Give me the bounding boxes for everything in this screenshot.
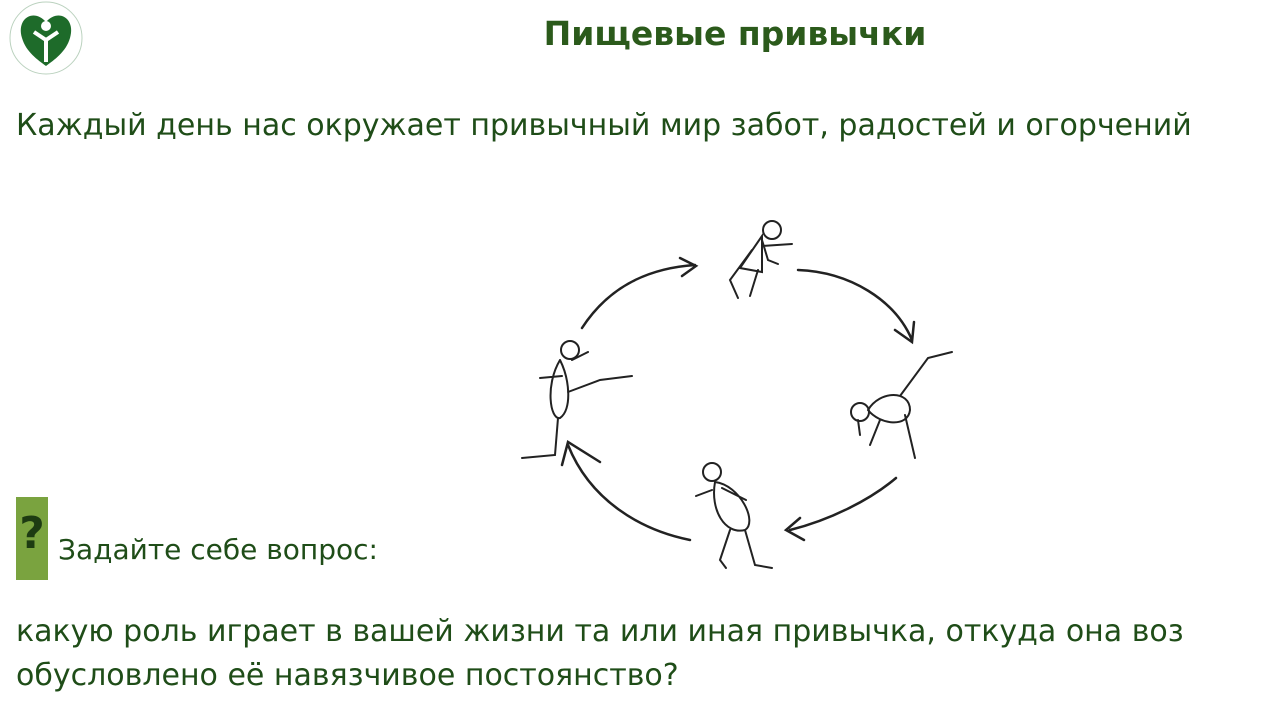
question-badge: [16, 497, 48, 580]
question-text-line-1: какую роль играет в вашей жизни та или и…: [16, 614, 1184, 649]
question-label: Задайте себе вопрос:: [58, 533, 378, 566]
stick-figure-top: [728, 220, 793, 299]
cycle-arrow-bottom-left: [560, 440, 692, 542]
stick-figure-bottom: [695, 462, 773, 569]
cycle-arrow-top-left: [580, 256, 699, 330]
cycle-arrow-top-right: [796, 268, 916, 345]
question-text-line-2: обусловлено её навязчивое постоянство?: [16, 658, 679, 693]
stick-figure-left: [521, 340, 633, 459]
question-mark-icon: ?: [19, 508, 45, 559]
cycle-arrow-bottom-right: [783, 476, 898, 542]
habit-cycle-illustration: [521, 220, 953, 569]
slide-title: Пищевые привычки: [543, 14, 927, 53]
stick-figure-right: [850, 351, 953, 459]
intro-text: Каждый день нас окружает привычный мир з…: [16, 108, 1192, 143]
organization-logo: [9, 1, 83, 75]
